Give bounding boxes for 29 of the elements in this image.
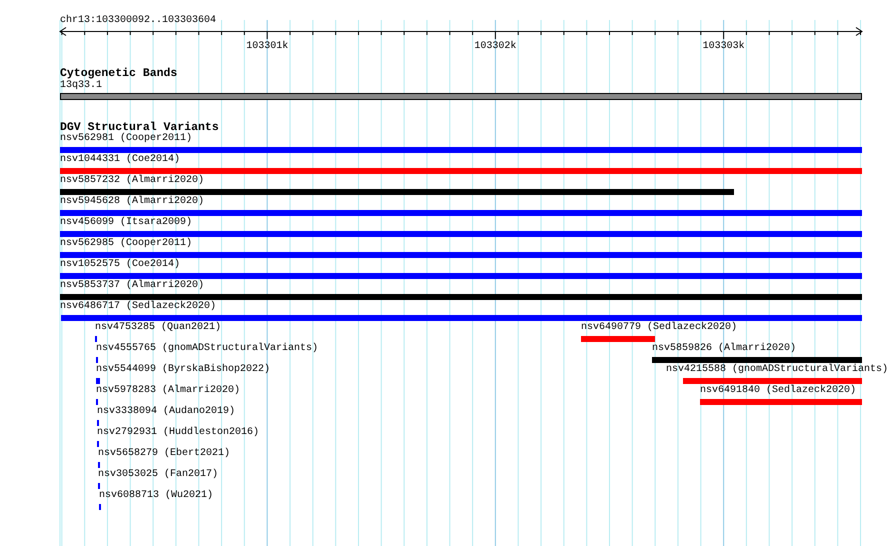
variant-label: nsv6486717 (Sedlazeck2020)	[60, 302, 216, 312]
band-label: 13q33.1	[60, 81, 102, 91]
tick-label: 103301k	[246, 42, 288, 52]
variant-label: nsv5857232 (Almarri2020)	[60, 176, 204, 186]
variant-label: nsv1052575 (Coe2014)	[60, 260, 180, 270]
variant-label: nsv4753285 (Quan2021)	[95, 323, 222, 333]
variant-label: nsv562985 (Cooper2011)	[60, 239, 192, 249]
variant-label: nsv5853737 (Almarri2020)	[60, 281, 204, 291]
variant-label: nsv5544099 (ByrskaBishop2022)	[96, 365, 270, 375]
range-label: chr13:103300092..103303604	[60, 16, 216, 26]
variant-label: nsv5978283 (Almarri2020)	[96, 386, 240, 396]
variant-label: nsv6491840 (Sedlazeck2020)	[700, 386, 856, 396]
variant-label: nsv4215588 (gnomADStructuralVariants)	[666, 365, 888, 375]
variant-label: nsv456099 (Itsara2009)	[60, 218, 192, 228]
variant-label: nsv5859826 (Almarri2020)	[652, 344, 796, 354]
variant-label: nsv5658279 (Ebert2021)	[98, 449, 230, 459]
variant-label: nsv4555765 (gnomADStructuralVariants)	[96, 344, 318, 354]
variant-label: nsv562981 (Cooper2011)	[60, 134, 192, 144]
tick-label: 103303k	[702, 42, 745, 52]
variant-label: nsv6088713 (Wu2021)	[99, 491, 214, 501]
variant-label: nsv3338094 (Audano2019)	[97, 407, 236, 417]
track-heading: Cytogenetic Bands	[60, 68, 178, 80]
track-heading: DGV Structural Variants	[60, 122, 219, 134]
variant-label: nsv2792931 (Huddleston2016)	[97, 428, 260, 438]
variant-label: nsv1044331 (Coe2014)	[60, 155, 180, 165]
variant-label: nsv5945628 (Almarri2020)	[60, 197, 204, 207]
tick-label: 103302k	[474, 42, 516, 52]
variant-label: nsv3053025 (Fan2017)	[98, 470, 218, 480]
variant-label: nsv6490779 (Sedlazeck2020)	[581, 323, 738, 333]
